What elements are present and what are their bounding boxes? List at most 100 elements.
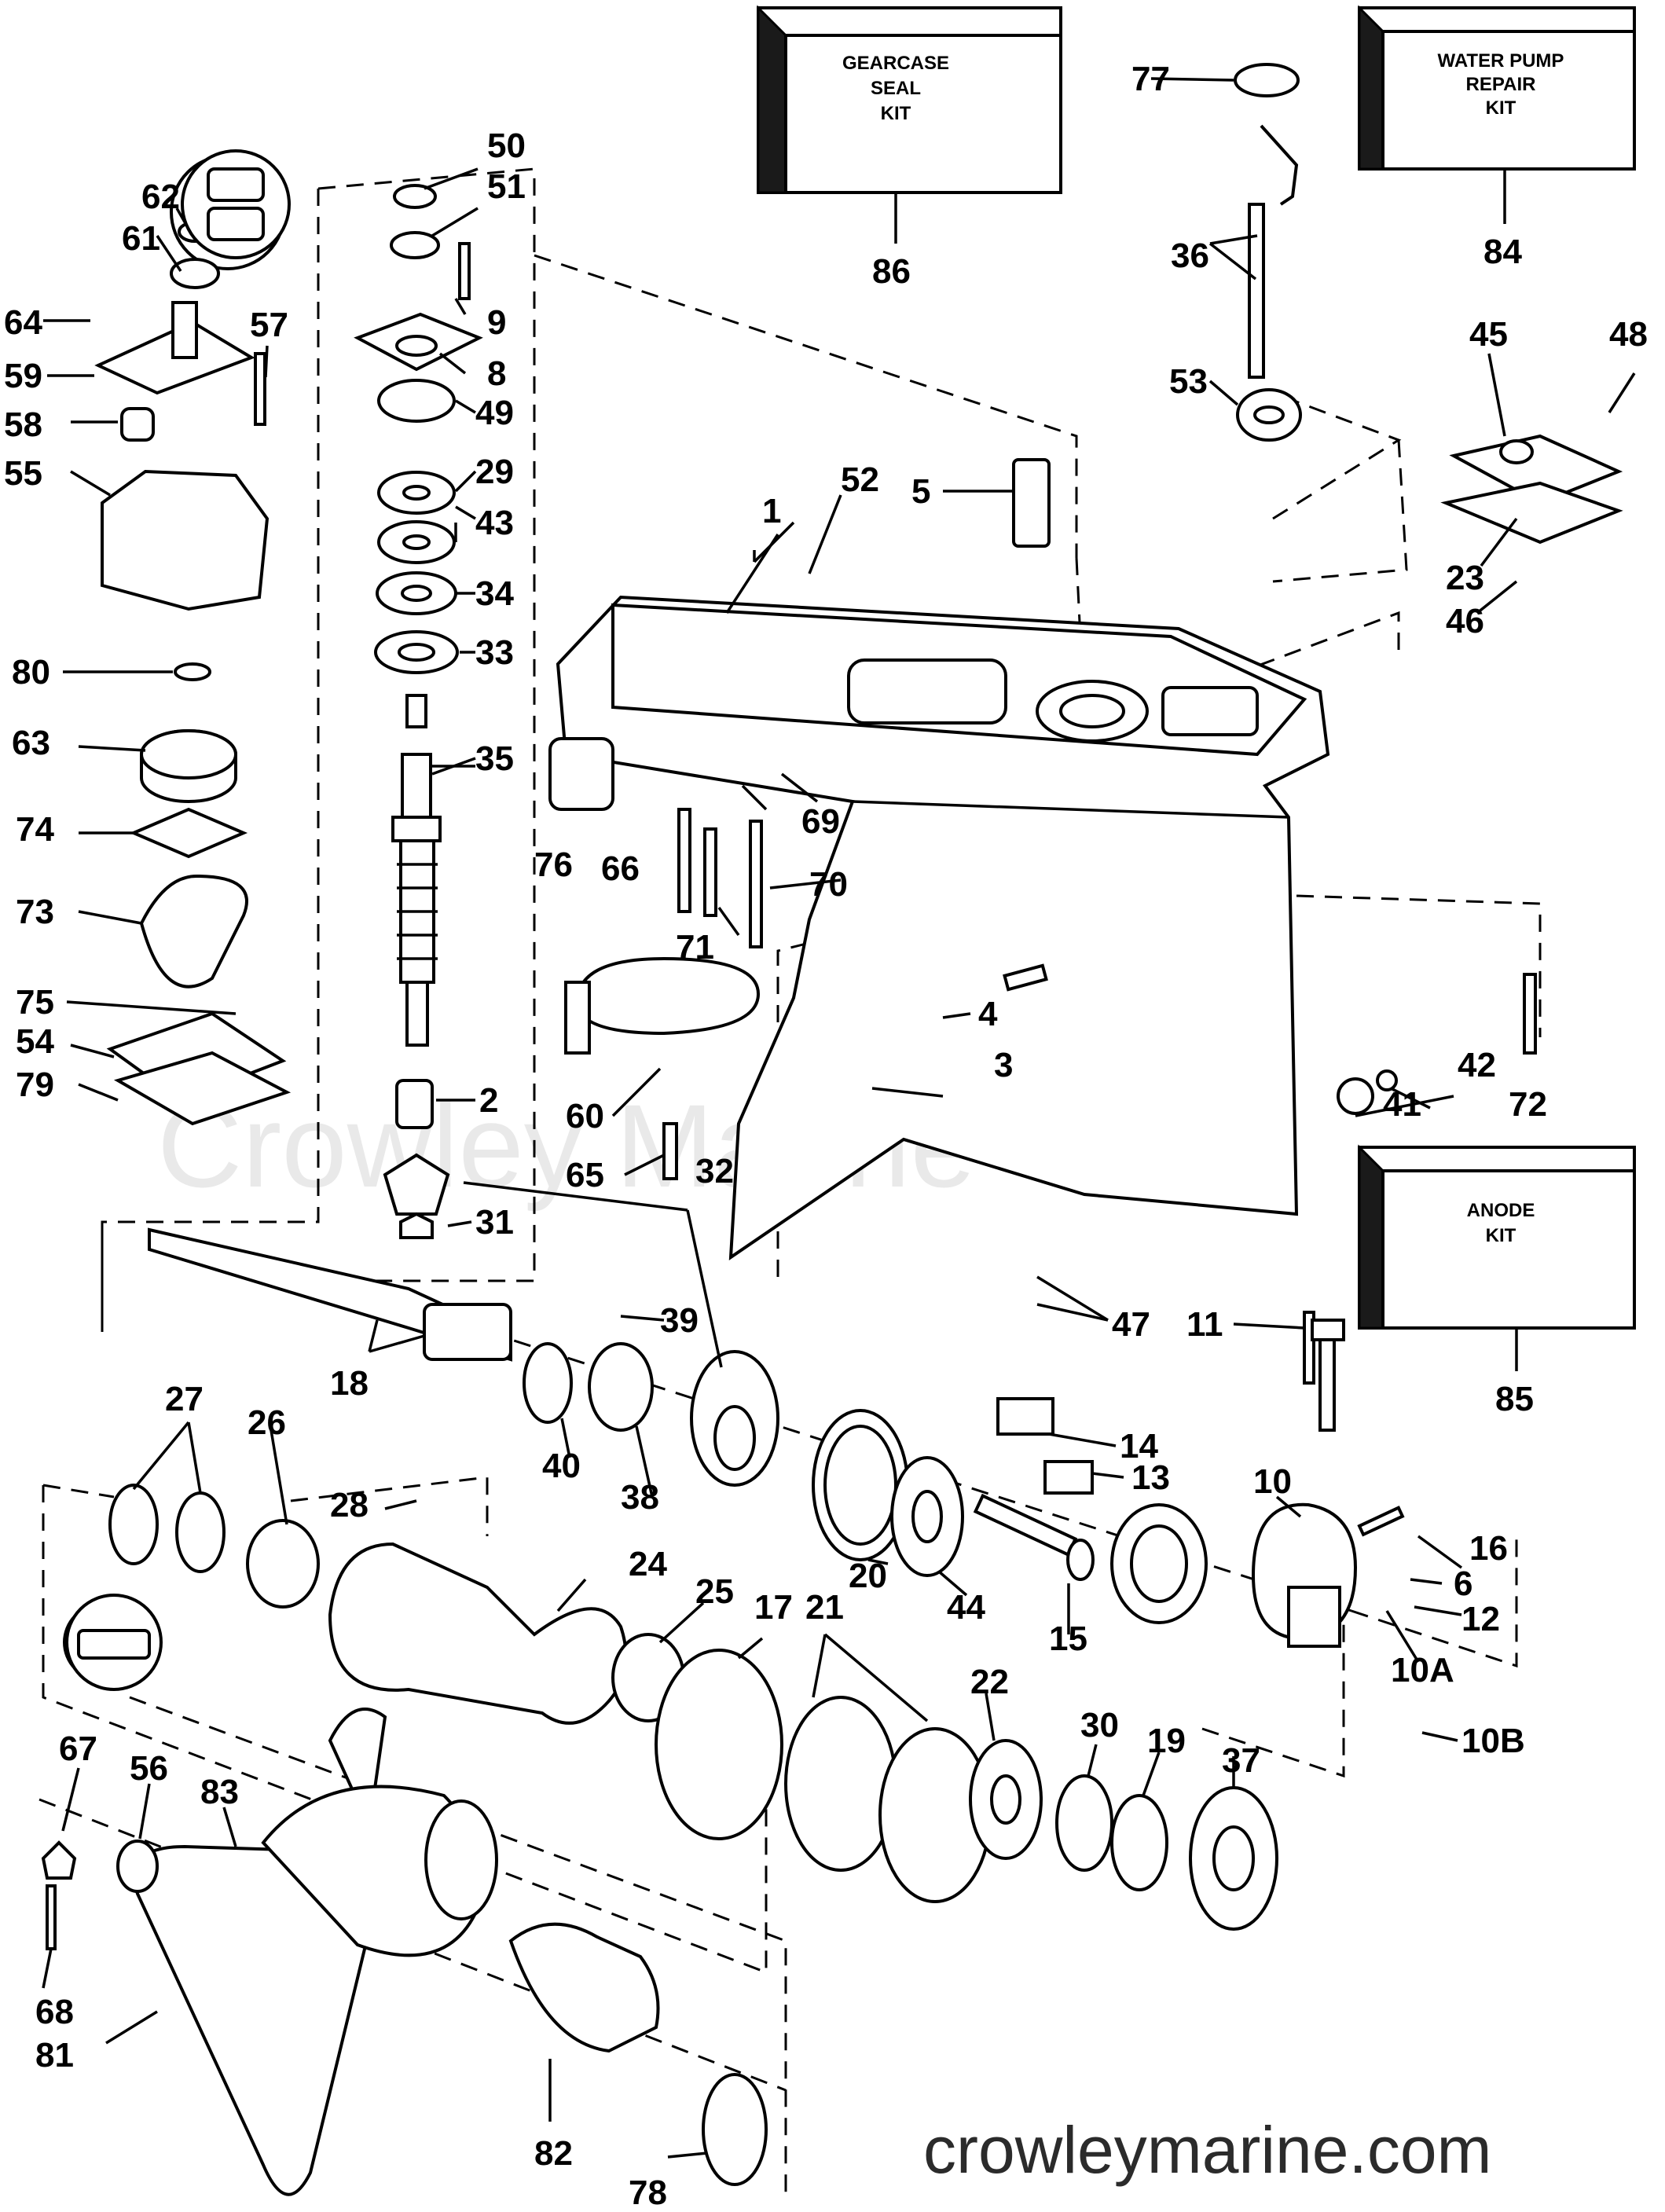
kit-number-84: 84: [1483, 233, 1522, 271]
label-25: 25: [695, 1572, 734, 1611]
label-14: 14: [1120, 1427, 1158, 1465]
label-52: 52: [841, 460, 879, 499]
label-18: 18: [330, 1364, 369, 1403]
label-43: 43: [475, 504, 514, 542]
label-10A: 10A: [1391, 1651, 1454, 1689]
shift-rod-group: [1012, 63, 1623, 548]
label-35: 35: [475, 739, 514, 778]
site-url: crowleymarine.com: [923, 2113, 1492, 2187]
label-22: 22: [970, 1663, 1009, 1701]
anode-kit-box: ANODE KIT 85: [1358, 1144, 1636, 1418]
label-66: 66: [601, 849, 640, 888]
label-83: 83: [200, 1773, 239, 1811]
label-21: 21: [805, 1588, 844, 1627]
water-pump-stack: [94, 154, 292, 1126]
label-67: 67: [59, 1730, 97, 1768]
fasteners: [254, 242, 1537, 1385]
label-61: 61: [122, 219, 160, 258]
label-44: 44: [947, 1588, 985, 1627]
label-32: 32: [695, 1152, 734, 1190]
water-pump-kit-line2: REPAIR: [1466, 74, 1536, 95]
label-38: 38: [621, 1478, 659, 1517]
kit-number-86: 86: [872, 252, 911, 291]
label-19: 19: [1147, 1722, 1186, 1760]
driveshaft: [391, 694, 442, 1047]
anode-kit-line2: KIT: [1486, 1225, 1516, 1246]
label-34: 34: [475, 574, 514, 613]
kit-number-85: 85: [1495, 1380, 1534, 1418]
label-42: 42: [1458, 1046, 1496, 1084]
label-5: 5: [911, 472, 930, 511]
label-53: 53: [1169, 362, 1208, 401]
label-73: 73: [16, 893, 54, 931]
label-49: 49: [475, 394, 514, 432]
label-15: 15: [1049, 1620, 1087, 1658]
label-3: 3: [994, 1046, 1013, 1084]
label-62: 62: [141, 178, 180, 216]
gearcase-housing: [556, 595, 1330, 1260]
label-64: 64: [4, 303, 42, 342]
label-76: 76: [534, 846, 573, 884]
label-13: 13: [1131, 1458, 1170, 1497]
propeller: [41, 1708, 768, 2196]
label-10B: 10B: [1461, 1722, 1525, 1760]
label-36: 36: [1171, 237, 1209, 275]
label-72: 72: [1509, 1085, 1547, 1124]
trim-tab: [548, 737, 761, 1055]
label-37: 37: [1222, 1741, 1260, 1780]
label-58: 58: [4, 405, 42, 444]
label-12: 12: [1461, 1600, 1500, 1638]
label-63: 63: [12, 724, 50, 762]
label-39: 39: [660, 1301, 699, 1340]
label-74: 74: [16, 810, 54, 849]
label-41: 41: [1383, 1085, 1421, 1124]
label-24: 24: [629, 1545, 667, 1583]
label-51: 51: [487, 167, 526, 206]
label-6: 6: [1454, 1565, 1472, 1603]
label-55: 55: [4, 454, 42, 493]
label-9: 9: [487, 303, 506, 342]
label-2: 2: [479, 1081, 498, 1120]
label-65: 65: [566, 1156, 604, 1194]
label-45: 45: [1469, 315, 1508, 354]
label-4: 4: [978, 995, 998, 1033]
driveshaft-stack: [354, 184, 483, 1239]
label-48: 48: [1609, 315, 1648, 354]
label-11: 11: [1186, 1305, 1223, 1344]
label-80: 80: [12, 653, 50, 691]
label-82: 82: [534, 2134, 573, 2173]
label-68: 68: [35, 1993, 74, 2031]
label-60: 60: [566, 1097, 604, 1135]
label-77: 77: [1131, 60, 1170, 98]
label-29: 29: [475, 453, 514, 491]
label-33: 33: [475, 633, 514, 672]
seal-detail-insets: [65, 149, 291, 1691]
label-30: 30: [1080, 1706, 1119, 1744]
label-81: 81: [35, 2036, 74, 2074]
label-75: 75: [16, 983, 54, 1022]
label-20: 20: [849, 1557, 887, 1595]
label-70: 70: [809, 865, 848, 904]
label-31: 31: [475, 1203, 514, 1242]
label-23: 23: [1446, 559, 1484, 597]
label-78: 78: [629, 2173, 667, 2212]
label-79: 79: [16, 1066, 54, 1104]
leader-lines: [42, 77, 1636, 2159]
label-54: 54: [16, 1022, 54, 1061]
water-pump-kit-line3: KIT: [1486, 97, 1516, 119]
label-71: 71: [676, 928, 714, 967]
label-57: 57: [250, 306, 288, 344]
gearcase-seal-kit-line1: GEARCASE: [842, 53, 949, 74]
label-1: 1: [762, 492, 781, 530]
water-pump-kit-line1: WATER PUMP: [1438, 50, 1564, 72]
label-28: 28: [330, 1486, 369, 1524]
gearcase-seal-kit-line3: KIT: [881, 103, 911, 124]
label-46: 46: [1446, 602, 1484, 640]
anode-kit-line1: ANODE: [1467, 1200, 1535, 1221]
label-69: 69: [801, 802, 840, 841]
propeller-shaft: [148, 1227, 512, 1362]
label-16: 16: [1469, 1529, 1508, 1568]
label-40: 40: [542, 1447, 581, 1485]
bearing-housing-group: [63, 1484, 1278, 1931]
